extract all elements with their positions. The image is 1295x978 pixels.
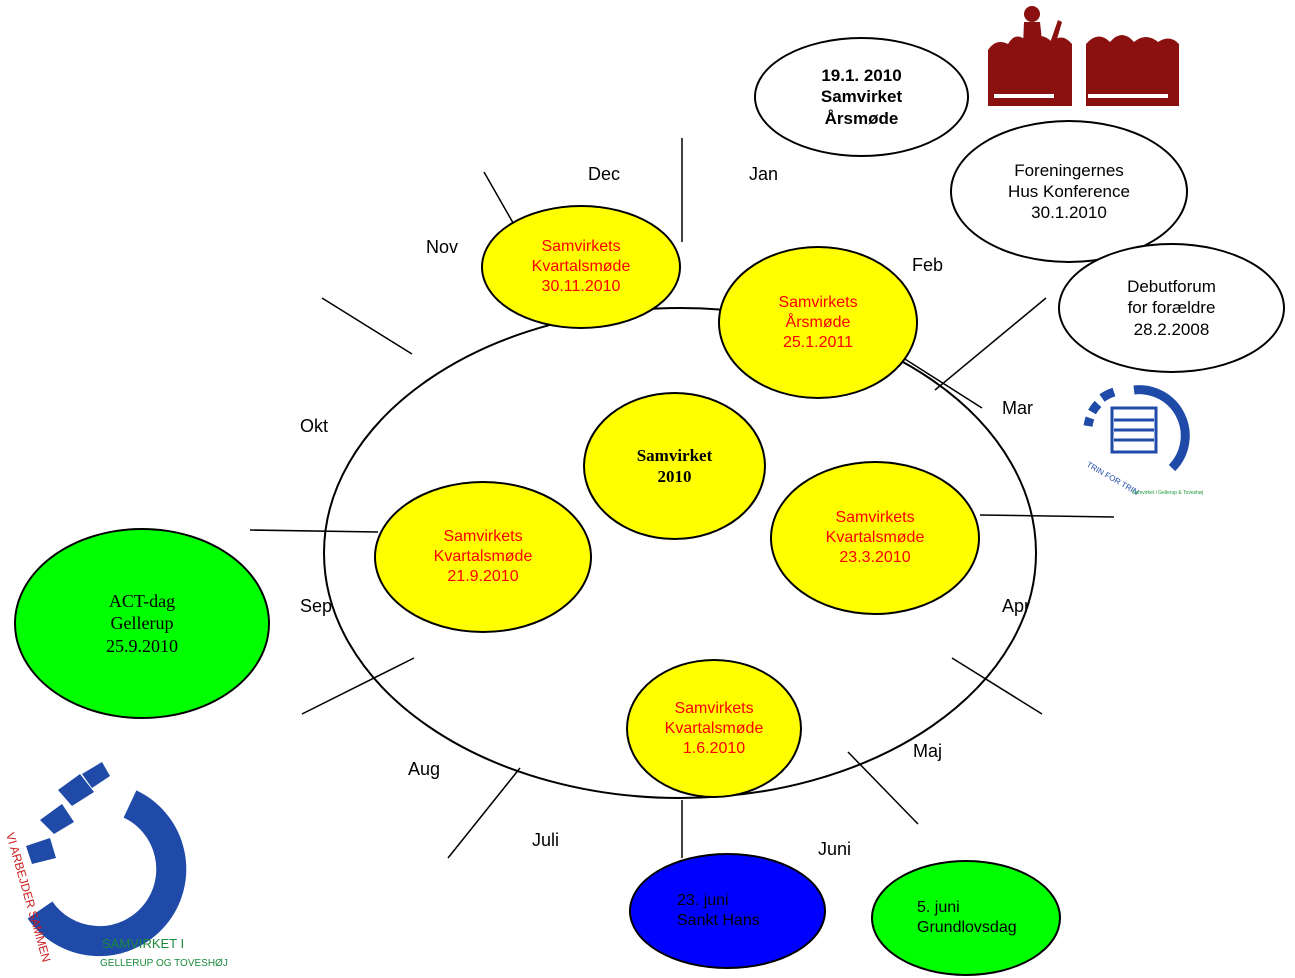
year-ring	[323, 307, 1037, 799]
event-aarsmoede-line3: Årsmøde	[824, 108, 899, 128]
month-label-apr: Apr	[1002, 596, 1031, 616]
event-bubble-act: ACT-dag Gellerup 25.9.2010	[14, 528, 270, 719]
meeting-nov-date: 30.11.2010	[541, 278, 621, 295]
event-act-line2: Gellerup	[110, 613, 174, 634]
event-sankthans-name: Sankt Hans	[677, 912, 760, 929]
event-grundlov-name: Grundlovsdag	[917, 919, 1017, 936]
month-label-sep: Sep	[300, 596, 333, 616]
divider-sep-okt	[249, 529, 379, 533]
meeting-sep-line1: Samvirkets	[443, 528, 523, 545]
event-debutforum-line1: Debutforum	[1127, 277, 1216, 297]
event-bubble-konference: Foreningernes Hus Konference 30.1.2010	[950, 120, 1188, 263]
trin-for-trin-logo: TRIN FOR TRIN Samvirket i Gellerup & Tov…	[1083, 385, 1203, 497]
month-label-aug: Aug	[408, 759, 441, 779]
month-label-maj: Maj	[913, 741, 943, 761]
meeting-jun-line1: Samvirkets	[674, 699, 754, 717]
divider-mar-apr	[979, 514, 1115, 518]
meeting-mar-line2: Kvartalsmøde	[825, 529, 925, 546]
event-konference-date: 30.1.2010	[1031, 203, 1107, 223]
center-bubble: Samvirket 2010	[583, 392, 766, 540]
event-act-date: 25.9.2010	[106, 635, 178, 656]
event-konference-line1: Foreningernes	[1014, 160, 1124, 180]
event-act-line1: ACT-dag	[108, 590, 176, 611]
meeting-bubble-nov: Samvirkets Kvartalsmøde 30.11.2010	[481, 205, 681, 329]
month-label-mar: Mar	[1002, 398, 1033, 418]
event-aarsmoede-line2: Samvirket	[820, 87, 903, 107]
samvirket-logo-sub: GELLERUP OG TOVESHØJ	[100, 958, 228, 969]
month-label-juli: Juli	[532, 830, 560, 850]
event-bubble-sankthans: 23. juni Sankt Hans	[629, 853, 826, 969]
divider-maj-juni	[847, 751, 919, 825]
event-grundlov-date: 5. juni	[917, 899, 960, 916]
event-bubble-aarsmoede: 19.1. 2010 Samvirket Årsmøde	[754, 37, 969, 157]
event-bubble-grundlov: 5. juni Grundlovsdag	[871, 860, 1061, 976]
meeting-jun-date: 1.6.2010	[682, 739, 746, 757]
meeting-feb-line1: Samvirkets	[778, 293, 858, 311]
month-label-jan: Jan	[749, 164, 779, 184]
center-title: Samvirket	[636, 445, 713, 465]
trin-logo-subtext: Samvirket i Gellerup & Toveshøj	[1132, 490, 1203, 496]
month-label-okt: Okt	[300, 416, 329, 436]
month-label-dec: Dec	[588, 164, 621, 184]
meeting-feb-date: 25.1.2011	[783, 333, 853, 351]
divider-jan-feb	[896, 353, 983, 409]
month-label-juni: Juni	[818, 839, 852, 859]
meeting-bubble-mar: Samvirkets Kvartalsmøde 23.3.2010	[770, 461, 980, 615]
event-debutforum-line2: for forældre	[1127, 298, 1216, 318]
center-year: 2010	[657, 467, 692, 486]
meeting-bubble-jun: Samvirkets Kvartalsmøde 1.6.2010	[626, 659, 802, 798]
samvirket-logo: VI ARBEJDER SAMMEN SAMVIRKET I GELLERUP …	[3, 762, 228, 969]
event-bubble-debutforum: Debutforum for forældre 28.2.2008	[1058, 243, 1285, 373]
event-sankthans-date: 23. juni	[677, 892, 729, 909]
divider-nov-dec	[483, 171, 517, 229]
month-label-feb: Feb	[912, 255, 944, 275]
divider-aug-sep	[301, 657, 415, 715]
divider-feb-mar	[934, 297, 1047, 391]
event-debutforum-date: 28.2.2008	[1133, 319, 1210, 339]
conference-picture	[988, 0, 1179, 106]
meeting-nov-line1: Samvirkets	[541, 238, 621, 255]
samvirket-logo-name: SAMVIRKET I	[102, 936, 184, 951]
meeting-sep-date: 21.9.2010	[447, 568, 519, 585]
month-label-nov: Nov	[426, 237, 459, 257]
meeting-mar-date: 23.3.2010	[839, 549, 911, 566]
event-konference-line2: Hus Konference	[1008, 181, 1130, 201]
event-aarsmoede-date: 19.1. 2010	[821, 66, 902, 86]
divider-okt-nov	[321, 297, 413, 355]
meeting-mar-line1: Samvirkets	[835, 509, 915, 526]
month-dividers	[249, 138, 1115, 859]
divider-juli-aug	[447, 767, 521, 859]
meeting-bubble-feb: Samvirkets Årsmøde 25.1.2011	[718, 246, 918, 399]
meeting-nov-line2: Kvartalsmøde	[531, 258, 631, 275]
meeting-sep-line2: Kvartalsmøde	[433, 548, 533, 565]
divider-apr-maj	[951, 657, 1043, 715]
meeting-bubble-sep: Samvirkets Kvartalsmøde 21.9.2010	[374, 481, 592, 633]
meeting-jun-line2: Kvartalsmøde	[664, 719, 764, 737]
meeting-feb-line2: Årsmøde	[785, 313, 851, 331]
